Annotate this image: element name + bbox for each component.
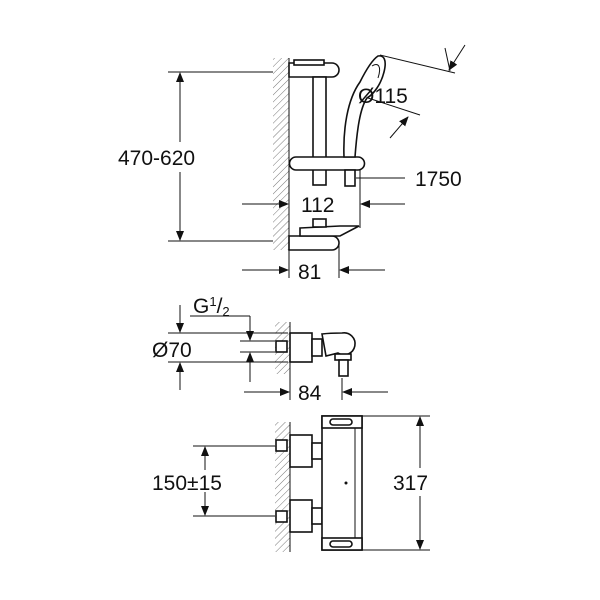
thermostat-front-view: 150±15 317: [152, 415, 430, 552]
thermostat-handle: [321, 332, 356, 357]
outlet-pipe: [338, 359, 349, 377]
inlet: [275, 340, 288, 353]
height-range-label: 470-620: [118, 147, 195, 170]
connector-bottom: [289, 499, 313, 533]
inlet-top: [275, 439, 288, 452]
outlet-nut: [334, 353, 352, 361]
thermostat-body: [321, 415, 363, 551]
slider: [288, 156, 366, 171]
spray-face: [371, 64, 381, 79]
rail-end: [312, 218, 327, 228]
top-bracket: [288, 62, 340, 78]
inlet-bottom: [275, 510, 288, 523]
handshower-diameter-label: Ø115: [358, 85, 408, 108]
escutcheon-diameter-label: Ø70: [152, 339, 192, 362]
wall-hatch: [273, 58, 289, 250]
slider-projection-label: 112: [301, 194, 334, 217]
inlet-spacing-label: 150±15: [152, 472, 222, 495]
hose-connector: [344, 169, 356, 187]
connector-top: [289, 434, 313, 468]
thermostat-side-view: G1/2 Ø70 84: [152, 294, 388, 405]
projection-label: 84: [298, 382, 322, 405]
body-connector: [311, 338, 323, 357]
thread-label: G1/2: [193, 294, 230, 319]
body-length-label: 317: [393, 472, 428, 495]
bottom-bracket: [288, 235, 340, 251]
bracket-cap: [293, 59, 325, 66]
escutcheon: [289, 332, 313, 363]
shower-rail-view: 470-620 Ø115 1750 112 81: [118, 44, 466, 284]
bracket-projection-label: 81: [298, 261, 321, 284]
handshower: [343, 55, 386, 158]
soap-dish: [299, 225, 360, 237]
hose-length-label: 1750: [415, 168, 462, 191]
